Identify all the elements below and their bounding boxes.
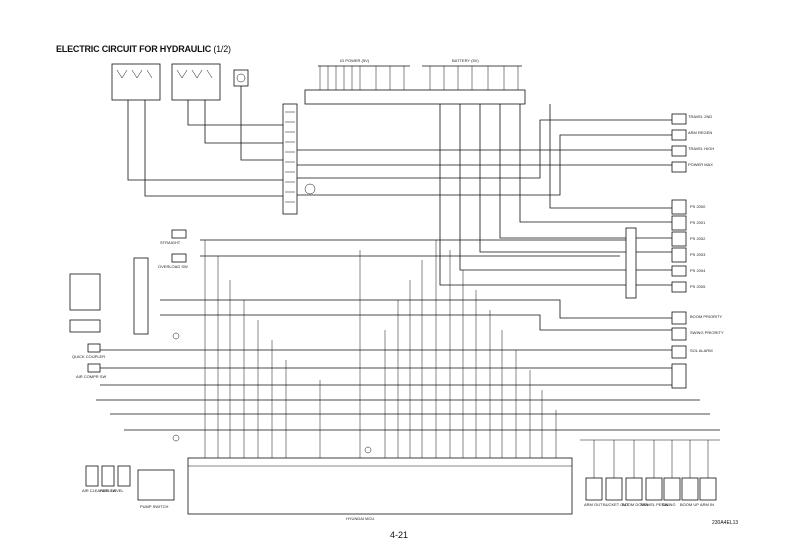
mcu-unit: HYUNDAI MCU — [187, 457, 573, 521]
bottom-right-sensors: ARM OUT BUCKET OUT BOOM DOWN TRAVEL PEDA… — [580, 439, 720, 507]
sensor-label-3: TRAVEL PEDAL — [640, 502, 670, 507]
center-connector — [282, 103, 316, 215]
title-text: ELECTRIC CIRCUIT FOR HYDRAULIC — [56, 44, 211, 54]
air-cleaner-label: AIR CLEANER SW — [82, 488, 116, 493]
quick-coupler-label: QUICK COUPLER — [72, 354, 105, 359]
right-label-10: BOOM PRIORITY — [690, 314, 723, 319]
right-label-8: PS 2004 — [690, 268, 706, 273]
sensor-label-0: ARM OUT — [584, 502, 603, 507]
air-compr-label: AIR COMPR SW — [76, 374, 106, 379]
sensor-label-4: SWING — [662, 502, 676, 507]
right-connectors: TRAVEL 2ND ARM REGEN TRAVEL HIGH POWER M… — [625, 113, 724, 389]
overload-label: OVERLOAD SW — [158, 264, 188, 269]
mcu-drops — [204, 240, 557, 458]
left-components: STRAIGHT OVERLOAD SW QUICK COUPLER AIR C… — [69, 229, 372, 454]
figure-id: 230A4EL13 — [712, 520, 739, 526]
page-number: 4-21 — [390, 530, 409, 540]
right-label-1: ARM REGEN — [688, 130, 712, 135]
right-label-3: POWER MAX — [688, 162, 713, 167]
sensor-label-2: BOOM DOWN — [622, 502, 648, 507]
right-label-0: TRAVEL 2ND — [688, 114, 712, 119]
switch-block-left — [111, 63, 249, 101]
pump-switch-label: PUMP SWITCH — [140, 504, 168, 509]
fuel-level-label: FUEL LEVEL — [100, 488, 124, 493]
right-label-12: SOL ALARM — [690, 348, 713, 353]
ig-power-label: IG POWER (5V) — [340, 58, 370, 63]
diagram-title: ELECTRIC CIRCUIT FOR HYDRAULIC (1/2) — [56, 44, 231, 54]
sensor-label-5: BOOM UP — [680, 502, 699, 507]
right-label-2: TRAVEL HIGH — [688, 146, 714, 151]
right-label-4: PS 2000 — [690, 204, 706, 209]
battery-label: BATTERY (5V) — [452, 58, 479, 63]
right-label-11: SWING PRIORITY — [690, 330, 724, 335]
bottom-left-sensors: AIR CLEANER SW FUEL LEVEL PUMP SWITCH — [82, 465, 175, 509]
sensor-label-6: ARM IN — [700, 502, 714, 507]
right-label-9: PS 2005 — [690, 284, 706, 289]
mcu-label: HYUNDAI MCU — [346, 516, 374, 521]
right-label-6: PS 2002 — [690, 236, 706, 241]
top-bus: IG POWER (5V) BATTERY (5V) — [304, 58, 526, 105]
right-label-5: PS 2001 — [690, 220, 706, 225]
right-label-7: PS 2003 — [690, 252, 706, 257]
straight-label: STRAIGHT — [160, 240, 181, 245]
sensor-label-1: BUCKET OUT — [603, 502, 629, 507]
title-suffix: (1/2) — [213, 44, 231, 54]
